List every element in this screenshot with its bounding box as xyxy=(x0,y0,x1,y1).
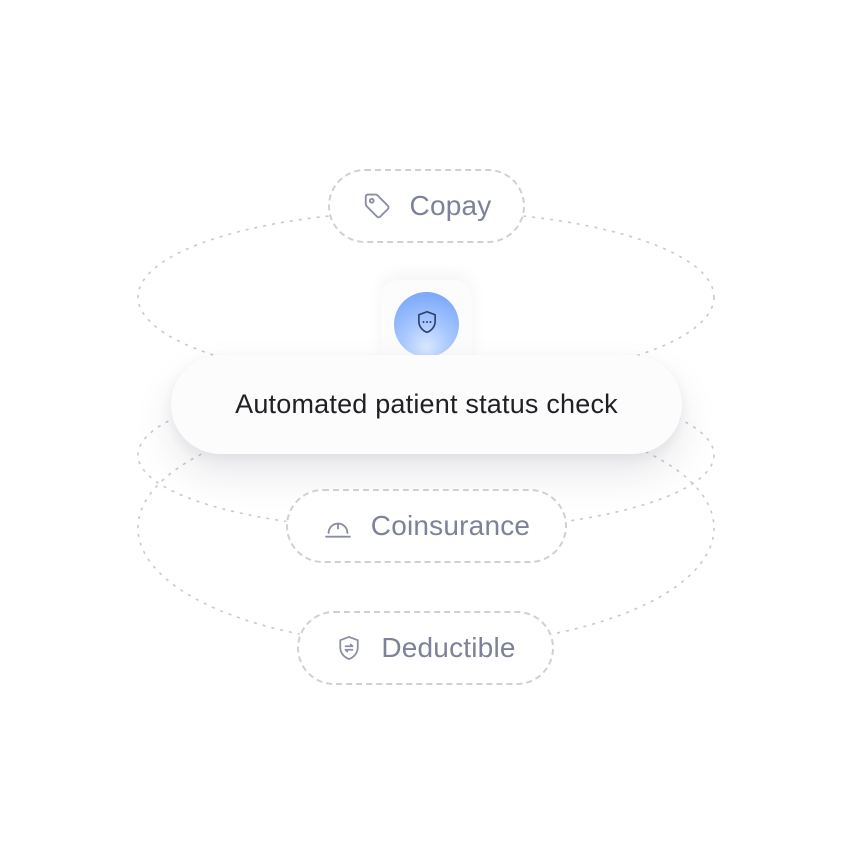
shield-dots-icon xyxy=(414,309,440,340)
orbit-bottom xyxy=(137,409,715,647)
tag-icon xyxy=(362,191,392,221)
chip-deductible: Deductible xyxy=(297,611,554,685)
shield-exchange-icon xyxy=(335,634,363,662)
status-badge xyxy=(394,292,459,357)
chip-label: Deductible xyxy=(381,632,516,663)
orbit-middle xyxy=(137,378,715,532)
status-card: Automated patient status check xyxy=(171,355,682,454)
status-card-label: Automated patient status check xyxy=(235,389,618,419)
chip-coinsurance: Coinsurance xyxy=(286,489,567,563)
chip-label: Coinsurance xyxy=(370,510,531,541)
gauge-icon xyxy=(323,511,353,541)
chip-label: Copay xyxy=(409,190,492,221)
chip-copay: Copay xyxy=(328,169,525,243)
